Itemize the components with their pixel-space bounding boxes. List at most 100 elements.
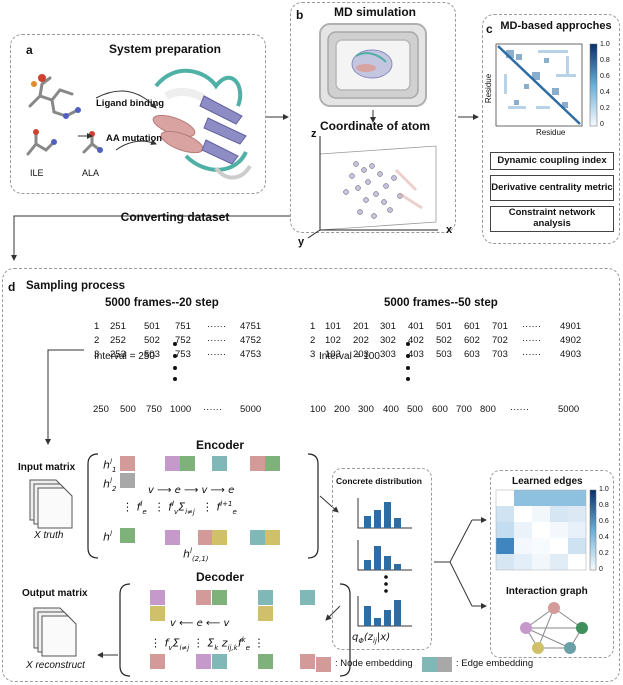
left-vertical-dots bbox=[173, 342, 177, 381]
interaction-graph-title: Interaction graph bbox=[506, 586, 588, 597]
right-bottom-cell: 5000 bbox=[558, 404, 580, 415]
centrality-box: Derivative centrality metric bbox=[490, 175, 614, 201]
left-cell: 251 bbox=[110, 321, 126, 332]
decoder-embedding-square bbox=[150, 606, 165, 621]
learned-tick-08: 0.8 bbox=[599, 502, 609, 509]
encoder-embedding-square bbox=[250, 456, 265, 471]
contact-heatmap bbox=[495, 43, 583, 127]
binding-arrows bbox=[78, 90, 157, 151]
decoder-embedding-square bbox=[196, 654, 211, 669]
right-bottom-cell: 300 bbox=[358, 404, 374, 415]
left-bottom-cell: 5000 bbox=[240, 404, 262, 415]
input-matrix-icon bbox=[29, 479, 73, 529]
down-arrow-b bbox=[370, 110, 376, 123]
colorbar-tick-10: 1.0 bbox=[600, 41, 610, 48]
panel-a-letter: a bbox=[26, 43, 33, 57]
arrow-concrete-to-decoder bbox=[325, 605, 341, 621]
learned-colorbar bbox=[589, 489, 597, 571]
right-cell: 703 bbox=[492, 349, 508, 360]
left-cell: 503 bbox=[144, 349, 160, 360]
learned-box bbox=[490, 470, 614, 658]
axis-x-label: x bbox=[446, 224, 453, 236]
ligand-molecule bbox=[28, 74, 81, 119]
right-cell: 4903 bbox=[560, 349, 582, 360]
right-bottom-cell: 800 bbox=[480, 404, 496, 415]
simulation-box bbox=[319, 23, 427, 107]
encoder-title: Encoder bbox=[196, 438, 245, 452]
right-cell: 1 bbox=[310, 321, 316, 332]
encoder-h21: hl(2,1) bbox=[183, 547, 209, 563]
right-cell: 201 bbox=[353, 321, 369, 332]
decoder-brackets bbox=[119, 583, 351, 677]
decoder-embedding-square bbox=[150, 654, 165, 669]
decoder-flow: v ⟵ e ⟵ v bbox=[170, 618, 230, 629]
concrete-box bbox=[332, 468, 432, 650]
left-bottom-cell: 250 bbox=[93, 404, 109, 415]
left-cell: 3 bbox=[94, 349, 100, 360]
right-cell: 4902 bbox=[560, 335, 582, 346]
coordinate-plot bbox=[307, 136, 438, 239]
arrow-encoder-to-concrete bbox=[319, 495, 339, 513]
ligand-binding-label: Ligand binding bbox=[96, 98, 165, 109]
encoder-embedding-square bbox=[120, 456, 135, 471]
decoder-embedding-square bbox=[196, 590, 211, 605]
right-bottom-cell: 500 bbox=[407, 404, 423, 415]
right-cell: ······ bbox=[522, 321, 541, 332]
right-cell: 503 bbox=[436, 349, 452, 360]
edge-embedding-swatch-2 bbox=[437, 657, 452, 672]
right-cell: 103 bbox=[325, 349, 341, 360]
right-cell: 603 bbox=[464, 349, 480, 360]
axis-z-label: z bbox=[311, 128, 317, 140]
interaction-graph bbox=[520, 602, 588, 654]
converting-arrow bbox=[11, 215, 290, 261]
heatmap-ylabel: Residue bbox=[484, 73, 494, 104]
panel-a bbox=[10, 34, 266, 194]
converting-label: Converting dataset bbox=[120, 210, 230, 224]
encoder-h1: hl1 bbox=[103, 458, 117, 474]
encoder-embedding-square bbox=[120, 473, 135, 488]
right-cell: 102 bbox=[325, 335, 341, 346]
colorbar-tick-04: 0.4 bbox=[600, 89, 610, 96]
decoder-embedding-square bbox=[258, 606, 273, 621]
right-cell: 2 bbox=[310, 335, 316, 346]
left-cell: 1 bbox=[94, 321, 100, 332]
left-cell: 752 bbox=[175, 335, 191, 346]
right-bottom-cell: 100 bbox=[310, 404, 326, 415]
left-cell: 502 bbox=[144, 335, 160, 346]
panel-c bbox=[482, 14, 620, 244]
right-cell: 403 bbox=[408, 349, 424, 360]
encoder-embedding-square bbox=[212, 530, 227, 545]
x-truth-label: X truth bbox=[34, 530, 64, 541]
panel-d bbox=[2, 268, 620, 682]
encoder-embedding-square bbox=[165, 530, 180, 545]
right-cell: 401 bbox=[408, 321, 424, 332]
colorbar-tick-0: 0 bbox=[600, 121, 604, 128]
learned-tick-0: 0 bbox=[599, 566, 603, 573]
protein-structure bbox=[152, 68, 252, 180]
arrow-a-to-b bbox=[266, 114, 289, 120]
right-cell: 3 bbox=[310, 349, 316, 360]
decoder-embedding-square bbox=[212, 654, 227, 669]
learned-tick-10: 1.0 bbox=[599, 486, 609, 493]
left-bottom-cell: 500 bbox=[120, 404, 136, 415]
right-bottom-cell: ······ bbox=[510, 404, 529, 415]
left-cell: 252 bbox=[110, 335, 126, 346]
encoder-h2: hl2 bbox=[103, 477, 117, 493]
encoder-embedding-square bbox=[212, 456, 227, 471]
right-cell: 701 bbox=[492, 321, 508, 332]
decoder-embedding-square bbox=[258, 590, 273, 605]
right-bottom-cell: 200 bbox=[334, 404, 350, 415]
left-bottom-cell: 750 bbox=[146, 404, 162, 415]
left-bottom-cell: ······ bbox=[203, 404, 222, 415]
left-bottom-cell: 1000 bbox=[170, 404, 192, 415]
left-cell: 4752 bbox=[240, 335, 262, 346]
encoder-hn: hl bbox=[103, 530, 112, 544]
decoder-embedding-square bbox=[258, 654, 273, 669]
panel-b bbox=[290, 2, 456, 233]
right-bottom-cell: 700 bbox=[456, 404, 472, 415]
panel-b-letter: b bbox=[296, 8, 304, 22]
right-cell: 202 bbox=[353, 335, 369, 346]
panel-c-title: MD-based approches bbox=[500, 20, 612, 32]
node-embedding-swatch bbox=[316, 657, 331, 672]
encoder-embedding-square bbox=[120, 528, 135, 543]
